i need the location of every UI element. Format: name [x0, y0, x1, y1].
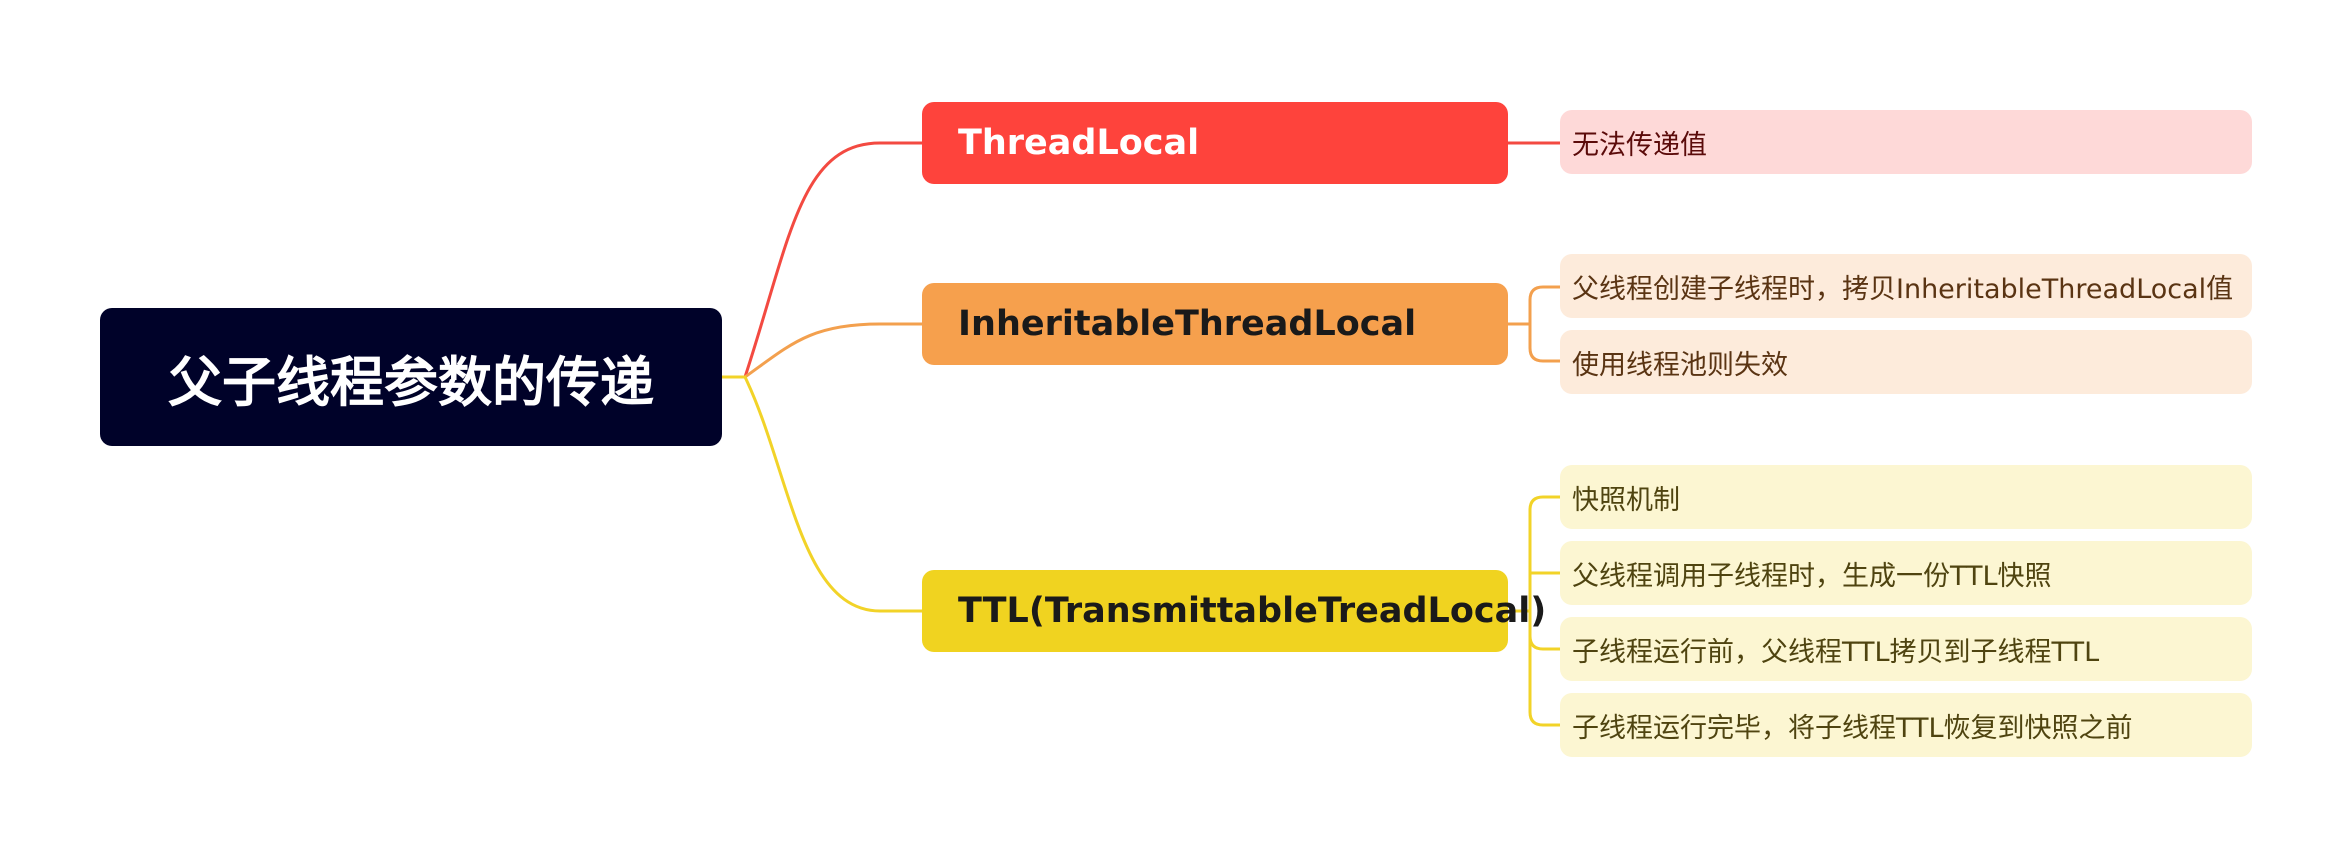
leaf-label: 使用线程池则失效 — [1572, 349, 1788, 381]
leaf-node[interactable]: 使用线程池则失效 — [1560, 330, 2252, 394]
connector-inheritable-leaves — [1508, 285, 1560, 363]
branch-label: ThreadLocal — [958, 123, 1200, 163]
connector-root-inheritable — [722, 322, 922, 379]
leaf-label: 父线程调用子线程时，生成一份TTL快照 — [1572, 560, 2052, 592]
connector-root-ttl — [722, 375, 922, 613]
leaf-node[interactable]: 子线程运行完毕，将子线程TTL恢复到快照之前 — [1560, 693, 2252, 757]
branch-label: TTL(TransmittableTreadLocal) — [958, 591, 1547, 631]
leaf-node[interactable]: 父线程调用子线程时，生成一份TTL快照 — [1560, 541, 2252, 605]
root-node[interactable]: 父子线程参数的传递 — [100, 308, 722, 446]
leaf-label: 无法传递值 — [1572, 129, 1707, 161]
branch-label: InheritableThreadLocal — [958, 304, 1417, 344]
leaf-node[interactable]: 父线程创建子线程时，拷贝InheritableThreadLocal值 — [1560, 254, 2252, 318]
leaf-label: 父线程创建子线程时，拷贝InheritableThreadLocal值 — [1572, 273, 2234, 305]
branch-node-ttl[interactable]: TTL(TransmittableTreadLocal) — [922, 570, 1546, 652]
connector-ttl-leaves — [1508, 495, 1560, 727]
leaf-node[interactable]: 无法传递值 — [1560, 110, 2252, 174]
leaf-label: 快照机制 — [1572, 484, 1680, 516]
branch-node-inheritable-threadlocal[interactable]: InheritableThreadLocal — [922, 283, 1508, 365]
leaf-node[interactable]: 子线程运行前，父线程TTL拷贝到子线程TTL — [1560, 617, 2252, 681]
branch-node-threadlocal[interactable]: ThreadLocal — [922, 102, 1508, 184]
leaf-label: 子线程运行前，父线程TTL拷贝到子线程TTL — [1572, 636, 2100, 668]
connector-root-threadlocal — [722, 141, 922, 379]
leaf-label: 子线程运行完毕，将子线程TTL恢复到快照之前 — [1572, 712, 2133, 744]
root-label: 父子线程参数的传递 — [168, 350, 654, 414]
leaf-node[interactable]: 快照机制 — [1560, 465, 2252, 529]
